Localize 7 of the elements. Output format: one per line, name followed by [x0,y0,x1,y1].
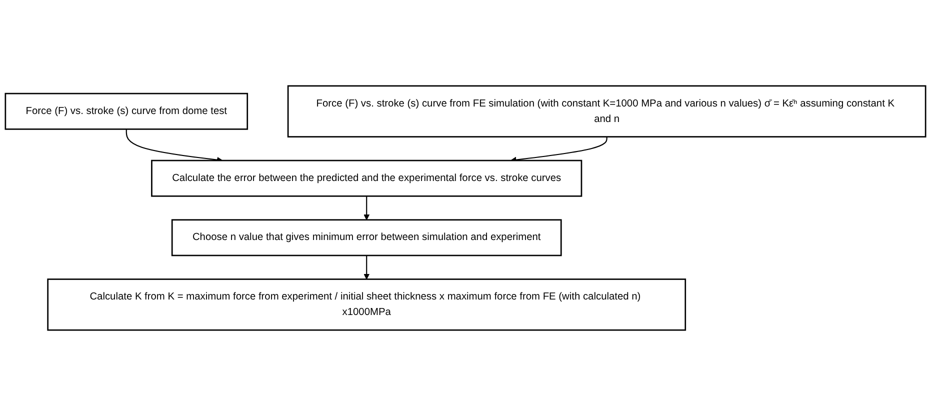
process-box: Calculate K from K = maximum force from experiment / initial sheet thickness x maximum force from FE (with calculated n) x1000MPa [47,278,686,331]
arrow [364,255,370,280]
process-box: Force (F) vs. stroke (s) curve from dome test [4,92,248,130]
arrow [364,196,370,220]
process-box: Choose n value that gives minimum error between simulation and experiment [171,219,562,256]
process-box: Calculate the error between the predicted and the experimental force vs. stroke curves [151,160,582,197]
process-box: Force (F) vs. stroke (s) curve from FE simulation (with constant K=1000 MPa and various n values) σ̄ = Kε̄ⁿ assuming constant K and n [287,85,926,138]
